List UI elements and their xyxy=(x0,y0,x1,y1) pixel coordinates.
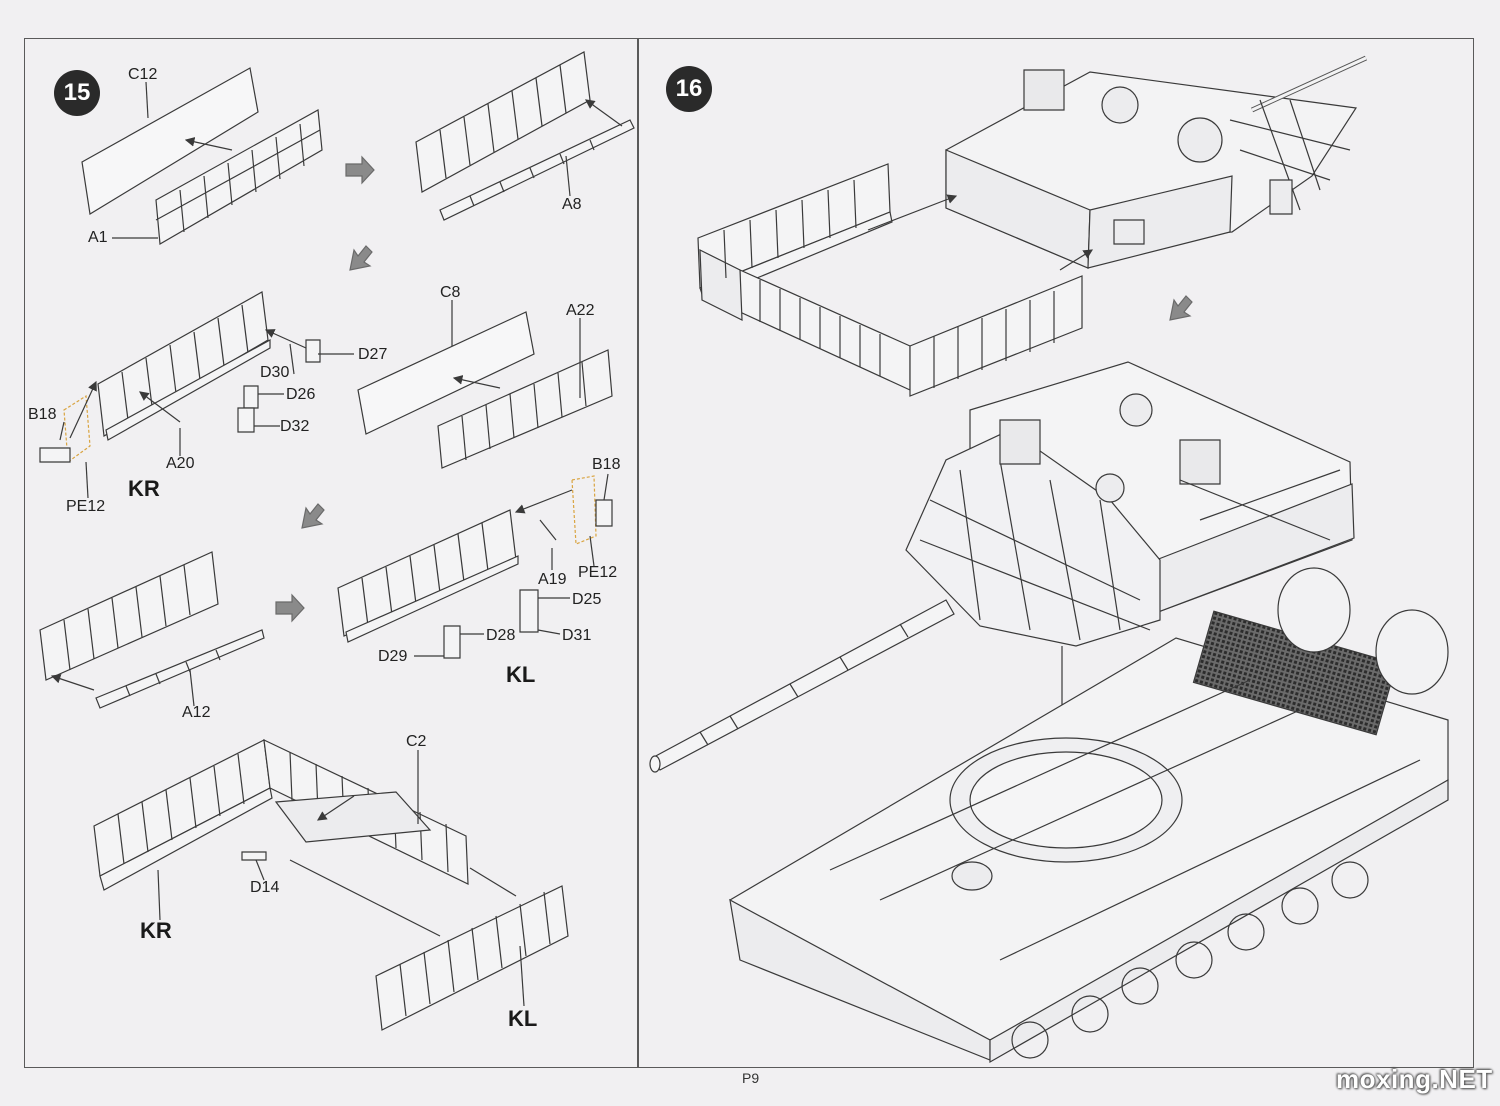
label-kl-mid: KL xyxy=(506,662,536,687)
label-b18-right: B18 xyxy=(592,456,621,473)
label-d27: D27 xyxy=(358,346,388,363)
turret-top-view xyxy=(946,58,1366,268)
watermark-text: moxing.NET xyxy=(1336,1064,1493,1094)
label-d25: D25 xyxy=(572,591,602,608)
part-d27 xyxy=(306,340,320,362)
part-b18-left xyxy=(40,448,70,462)
flow-arrow-5 xyxy=(1170,296,1192,320)
label-c12: C12 xyxy=(128,66,158,83)
part-d32 xyxy=(238,408,254,432)
part-pe12-right xyxy=(572,476,596,544)
step-16-badge: 16 xyxy=(666,66,712,112)
label-d29: D29 xyxy=(378,648,408,665)
label-a19: A19 xyxy=(538,571,567,588)
label-d28: D28 xyxy=(486,627,516,644)
step-16-panel xyxy=(638,38,1474,1068)
part-c8-plate xyxy=(358,312,534,434)
main-gun-barrel xyxy=(650,600,954,772)
part-b18-right xyxy=(596,500,612,526)
step-15-panel xyxy=(24,38,638,1068)
label-a1: A1 xyxy=(88,229,108,246)
label-b18-left: B18 xyxy=(28,406,57,423)
part-pe12-left xyxy=(64,396,90,462)
tank-hull xyxy=(730,568,1448,1062)
part-d26 xyxy=(244,386,258,408)
bustle-basket-part xyxy=(698,164,1082,396)
page-number: P9 xyxy=(742,1070,760,1086)
part-a22-frame xyxy=(438,350,612,468)
label-kl-bottom: KL xyxy=(508,1006,538,1031)
label-a8: A8 xyxy=(562,196,582,213)
label-kr-top: KR xyxy=(128,476,160,501)
label-d30: D30 xyxy=(260,364,290,381)
label-a22: A22 xyxy=(566,302,595,319)
part-d28 xyxy=(444,626,460,658)
label-a12: A12 xyxy=(182,704,211,721)
label-c2: C2 xyxy=(406,733,427,750)
turret-assembled xyxy=(906,362,1354,646)
part-c2-box xyxy=(94,740,468,890)
part-c12-plate xyxy=(82,68,258,214)
flow-arrow-3 xyxy=(302,504,324,528)
part-kl-wall xyxy=(338,510,518,642)
label-d31: D31 xyxy=(562,627,592,644)
label-pe12-right: PE12 xyxy=(578,564,618,581)
step-15-badge: 15 xyxy=(54,70,100,116)
step-16-number: 16 xyxy=(675,75,703,102)
flow-arrow-4 xyxy=(276,595,304,621)
step-15-number: 15 xyxy=(63,79,91,106)
part-a1-frame xyxy=(156,110,322,244)
label-a20: A20 xyxy=(166,455,195,472)
part-d14 xyxy=(242,852,266,860)
label-c8: C8 xyxy=(440,284,461,301)
part-d25 xyxy=(520,590,538,632)
flow-arrow-2 xyxy=(350,246,372,270)
label-pe12-left: PE12 xyxy=(66,498,106,515)
label-kr-bottom: KR xyxy=(140,918,172,943)
part-a8-assembly xyxy=(416,52,634,220)
label-d14: D14 xyxy=(250,879,280,896)
flow-arrow-1 xyxy=(346,157,374,183)
part-kl-bottom-wall xyxy=(376,886,568,1030)
label-d32: D32 xyxy=(280,418,310,435)
label-d26: D26 xyxy=(286,386,316,403)
part-a12-assembly xyxy=(40,552,264,708)
